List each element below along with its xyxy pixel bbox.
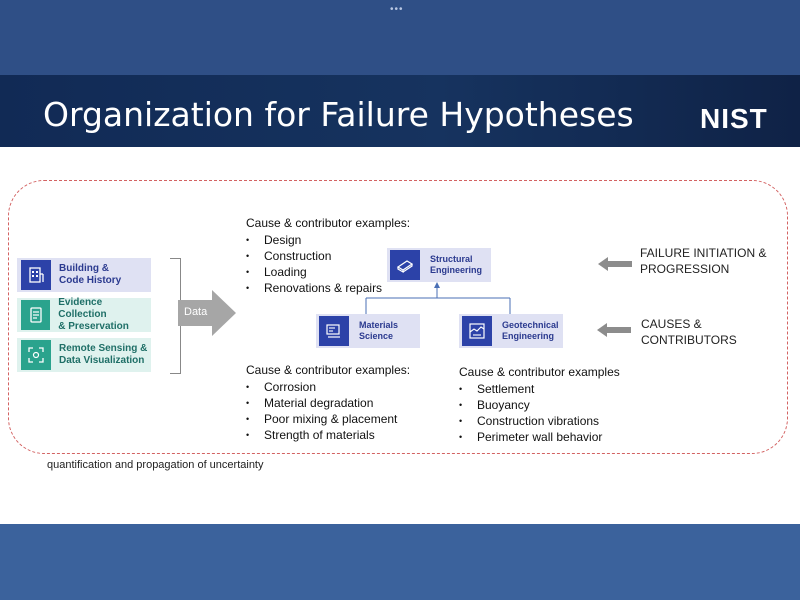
data-arrow [178, 290, 236, 336]
list-item: Material degradation [246, 395, 410, 411]
data-arrow-label: Data [184, 306, 208, 318]
diagram-panel [8, 180, 788, 454]
input-label: Building & Code History [59, 263, 122, 286]
nist-logo: NIST [700, 103, 768, 134]
list-item: Strength of materials [246, 427, 410, 443]
list-item: Construction vibrations [459, 413, 620, 429]
node-materials-science: Materials Science [316, 314, 420, 348]
node-structural-engineering: Structural Engineering [387, 248, 491, 282]
label-failure-initiation: FAILURE INITIATION & PROGRESSION [640, 246, 767, 276]
input-building-code-history: Building & Code History [17, 258, 151, 292]
title-bar [0, 75, 800, 147]
list-item: Perimeter wall behavior [459, 429, 620, 445]
slide-title: Organization for Failure Hypotheses [43, 95, 634, 134]
examples-heading: Cause & contributor examples: [246, 216, 411, 230]
node-label: Materials Science [359, 320, 399, 341]
top-band [0, 0, 800, 75]
arrow-left-icon [597, 323, 631, 337]
materials-icon [319, 316, 349, 346]
list-item: Settlement [459, 381, 620, 397]
examples-materials: Cause & contributor examples: Corrosion … [246, 363, 410, 443]
node-label: Geotechnical Engineering [502, 320, 559, 341]
window-dots: ••• [390, 4, 404, 15]
list-item: Buoyancy [459, 397, 620, 413]
list-item: Corrosion [246, 379, 410, 395]
beam-icon [390, 250, 420, 280]
examples-heading: Cause & contributor examples: [246, 363, 411, 377]
examples-structural: Cause & contributor examples: Design Con… [246, 216, 410, 296]
input-label: Remote Sensing & Data Visualization [59, 343, 148, 366]
list-item: Loading [246, 264, 410, 280]
input-label: Evidence Collection & Preservation [58, 297, 129, 332]
arrow-left-icon [598, 257, 632, 271]
examples-heading: Cause & contributor examples [459, 365, 620, 379]
scan-icon [21, 340, 51, 370]
input-remote-sensing: Remote Sensing & Data Visualization [17, 338, 151, 372]
evidence-icon [21, 300, 51, 330]
node-label: Structural Engineering [430, 254, 483, 275]
examples-geotechnical: Cause & contributor examples Settlement … [459, 365, 620, 445]
geotech-icon [462, 316, 492, 346]
footnote: quantification and propagation of uncert… [47, 459, 264, 471]
list-item: Poor mixing & placement [246, 411, 410, 427]
list-item: Design [246, 232, 410, 248]
bottom-band [0, 524, 800, 600]
building-icon [21, 260, 51, 290]
label-causes-contributors: CAUSES & CONTRIBUTORS [641, 317, 737, 347]
input-evidence-collection: Evidence Collection & Preservation [17, 297, 151, 332]
list-item: Construction [246, 248, 410, 264]
node-geotechnical-engineering: Geotechnical Engineering [459, 314, 563, 348]
list-item: Renovations & repairs [246, 280, 410, 296]
